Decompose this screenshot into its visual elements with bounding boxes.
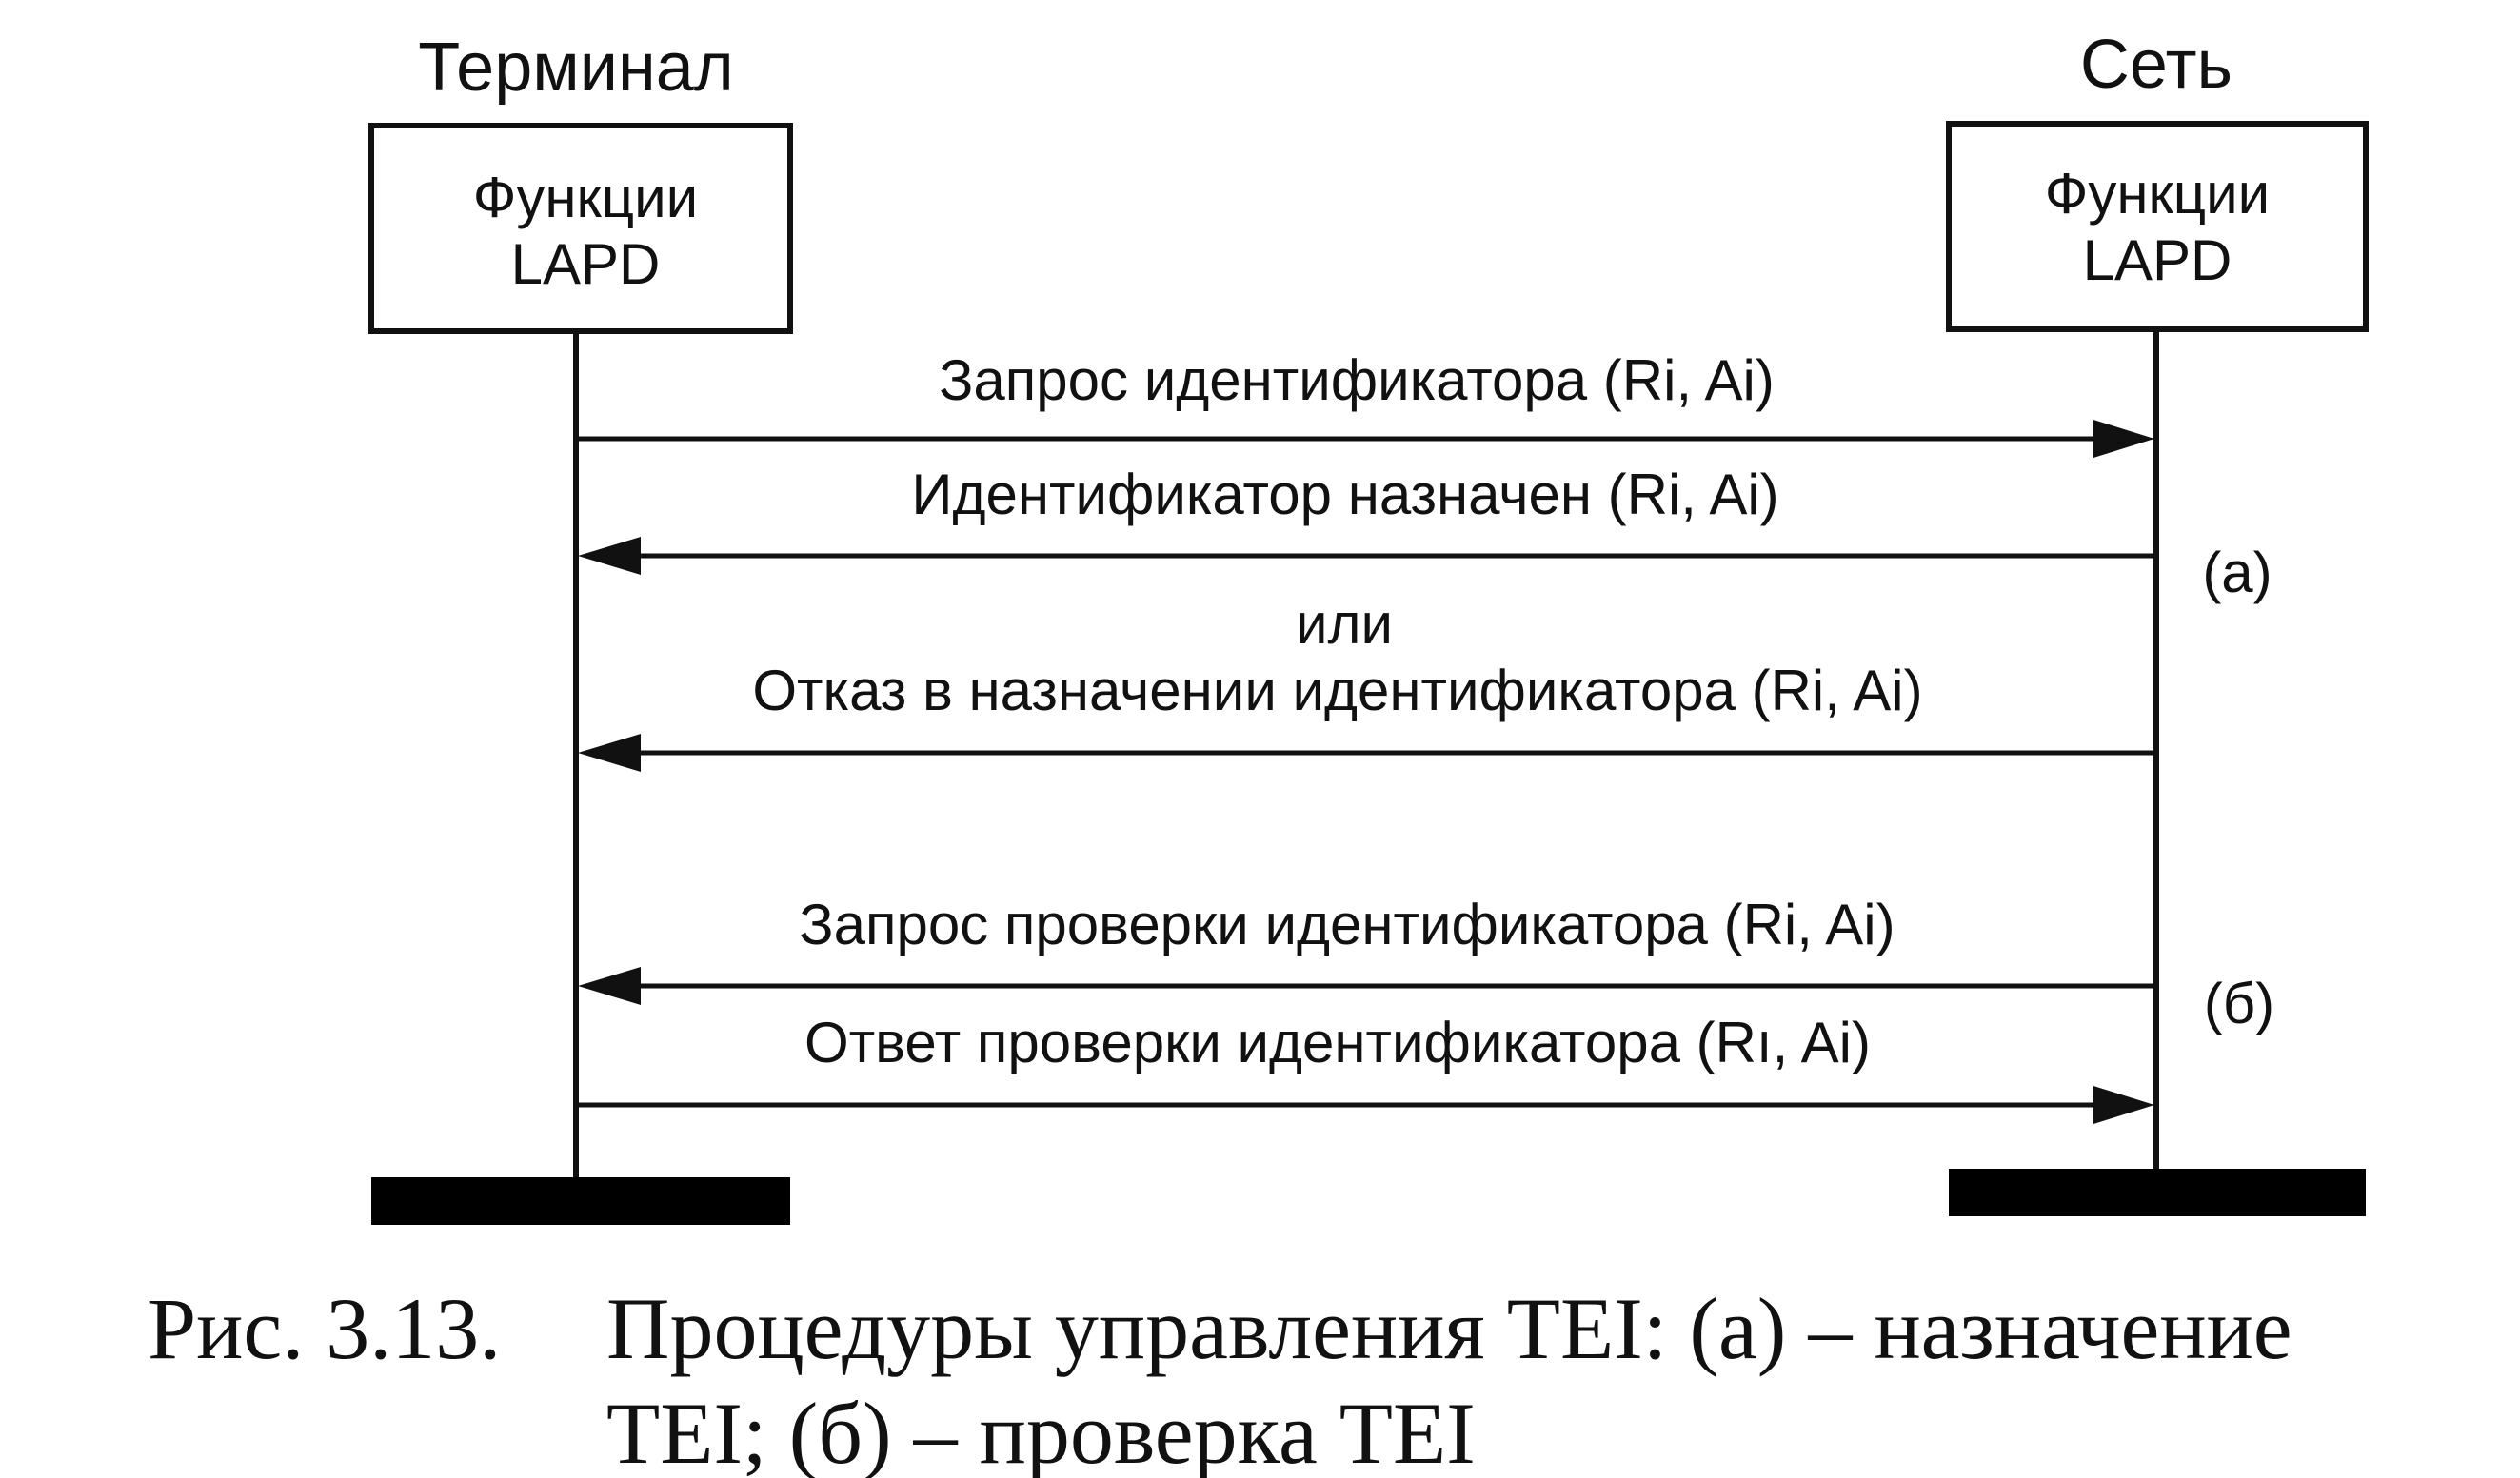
terminal-box — [368, 123, 793, 334]
network-lifeline-end-bar — [1949, 1169, 2366, 1216]
caption-number: Рис. 3.13. — [148, 1280, 501, 1377]
caption-line2: TEI; (б) – проверка TEI — [606, 1385, 1476, 1478]
message-id-check-response: Ответ проверки идентификатора (Rı, Ai) — [576, 1011, 2154, 1124]
message-id-check-response-label: Ответ проверки идентификатора (Rı, Ai) — [804, 1011, 1871, 1074]
message-id-check-request-arrowhead — [578, 967, 641, 1005]
group-label-a: (а) — [2202, 541, 2272, 604]
figure-caption: Рис. 3.13. Процедуры управления TEI: (а)… — [148, 1280, 2292, 1478]
message-id-denied-label: Отказ в назначении идентификатора (Ri, A… — [752, 659, 1922, 722]
message-id-request-arrowhead — [2093, 420, 2154, 458]
terminal-box-line1: Функции — [473, 166, 698, 229]
message-id-assigned-label: Идентификатор назначен (Ri, Ai) — [911, 463, 1778, 526]
group-label-b: (б) — [2204, 972, 2274, 1035]
terminal-title: Терминал — [418, 30, 734, 106]
terminal-participant: Терминал Функции LAPD — [368, 30, 793, 1225]
alternative-or-label: или — [1296, 592, 1393, 656]
network-participant: Сеть Функции LAPD — [1946, 27, 2369, 1216]
network-box — [1946, 121, 2369, 332]
network-box-line2: LAPD — [2083, 228, 2232, 292]
message-id-denied: Отказ в назначении идентификатора (Ri, A… — [578, 659, 2156, 772]
message-id-check-request-label: Запрос проверки идентификатора (Ri, Ai) — [799, 893, 1895, 956]
network-title: Сеть — [2080, 27, 2232, 103]
message-id-check-response-arrowhead — [2093, 1086, 2154, 1124]
network-box-line1: Функции — [2045, 162, 2270, 226]
message-id-denied-arrowhead — [578, 734, 641, 772]
message-id-assigned-arrowhead — [578, 537, 641, 575]
caption-line1: Процедуры управления TEI: (а) – назначен… — [606, 1280, 2292, 1377]
message-id-check-request: Запрос проверки идентификатора (Ri, Ai) — [578, 893, 2156, 1005]
terminal-box-line2: LAPD — [511, 232, 661, 296]
terminal-lifeline-end-bar — [371, 1177, 790, 1225]
message-id-assigned: Идентификатор назначен (Ri, Ai) — [578, 463, 2156, 575]
message-id-request: Запрос идентификатора (Ri, Ai) — [576, 348, 2154, 458]
message-id-request-label: Запрос идентификатора (Ri, Ai) — [939, 348, 1775, 412]
